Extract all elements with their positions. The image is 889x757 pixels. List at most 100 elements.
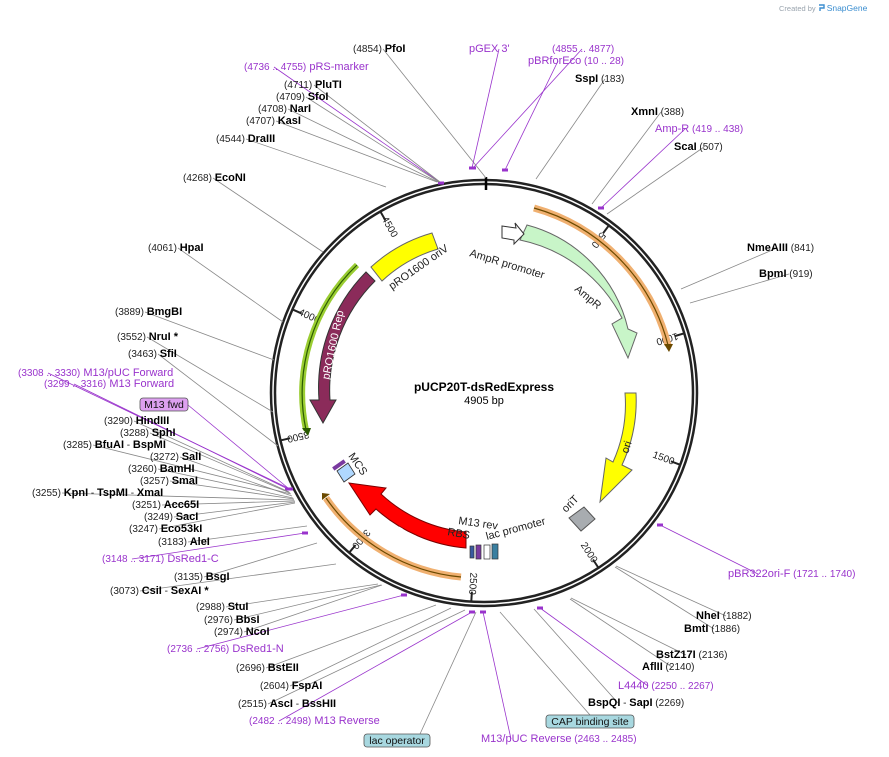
label-part: (2515) [238,699,270,710]
feature-ori-arrow[interactable] [599,392,637,504]
site-label-csii-sexai[interactable]: (3073) CsiI - SexAI * [110,585,209,597]
site-label-pluti[interactable]: (4711) PluTI [284,79,342,91]
site-label-fspai[interactable]: (2604) FspAI [260,680,322,692]
site-label-bamhi[interactable]: (3260) BamHI [128,463,195,475]
site-label-m13-puc-forward[interactable]: (3308 .. 3330) M13/pUC Forward [18,367,173,379]
site-label-scai[interactable]: ScaI (507) [674,141,723,153]
site-label-bpmi[interactable]: BpmI (919) [759,268,813,280]
label-part: DraIII [248,133,276,145]
label-part: (1886) [708,624,740,635]
box-label-m13-fwd: M13 fwd [144,399,184,411]
feature-orit-box[interactable] [568,506,596,532]
label-part: (3257) [140,476,172,487]
feature-pro1600-oriv-box[interactable] [370,232,439,282]
site-label-bsteii[interactable]: (2696) BstEII [236,662,299,674]
site-label-aflii[interactable]: AflII (2140) [642,661,694,673]
site-label-xmni[interactable]: XmnI (388) [631,106,684,118]
site-label-bbsi[interactable]: (2976) BbsI [204,614,260,626]
label-part: (4855 .. 4877) [552,44,614,55]
site-label-draiii[interactable]: (4544) DraIII [216,133,275,145]
site-label-nhei[interactable]: NheI (1882) [696,610,752,622]
site-label-econi[interactable]: (4268) EcoNI [183,172,246,184]
label-part: (3073) [110,586,142,597]
site-label-kpni-tspmi-xmai[interactable]: (3255) KpnI - TspMI - XmaI [32,487,163,499]
site-label-sspi[interactable]: SspI (183) [575,73,624,85]
site-label-bspqi-sapi[interactable]: BspQI - SapI (2269) [588,697,684,709]
site-label-m13-forward[interactable]: (3299 .. 3316) M13 Forward [44,378,174,390]
feature-ampr-promoter-arrow[interactable] [501,222,525,246]
feature-mcs-box[interactable] [336,462,356,483]
site-label-pbrforeco[interactable]: pBRforEco (10 .. 28) [528,55,624,67]
site-label-smai[interactable]: (3257) SmaI [140,475,198,487]
label-part: BmtI [684,623,708,635]
label-part: DsRed1-N [229,643,283,655]
site-label-pbr322ori-f[interactable]: pBR322ori-F (1721 .. 1740) [728,568,855,580]
feature-pro1600-rep-arrow[interactable] [309,271,376,425]
site-label-prs-marker[interactable]: (4736 .. 4755) pRS-marker [244,61,369,73]
tick-mark [674,332,685,338]
site-label-bstz17i[interactable]: BstZ17I (2136) [656,649,727,661]
site-label-ncoi[interactable]: (2974) NcoI [214,626,270,638]
site-label-l4440[interactable]: L4440 (2250 .. 2267) [618,680,714,692]
site-label-sali[interactable]: (3272) SalI [150,451,201,463]
site-label-m13-puc-reverse[interactable]: M13/pUC Reverse (2463 .. 2485) [481,733,637,745]
label-part: ScaI [674,141,697,153]
label-part: HindIII [136,415,170,427]
label-part: TspMI [97,487,128,499]
label-part: BamHI [160,463,195,475]
site-label-bmgbi[interactable]: (3889) BmgBI [115,306,182,318]
backbone-inner-ring [273,182,695,604]
label-part: - [293,699,302,710]
site-label-nari[interactable]: (4708) NarI [258,103,311,115]
site-label-sfii[interactable]: (3463) SfiI [128,348,177,360]
site-label-[interactable]: (4855 .. 4877) [552,44,614,55]
label-part: BstZ17I [656,649,696,661]
leader-line-hindiii [133,420,290,493]
site-label-stui[interactable]: (2988) StuI [196,601,248,613]
feature-m13-rev-box[interactable] [483,544,491,560]
site-label-pgex-3[interactable]: pGEX 3' [469,43,510,55]
label-part: L4440 [618,680,649,692]
site-label-hpai[interactable]: (4061) HpaI [148,242,204,254]
site-label-acc65i[interactable]: (3251) Acc65I [132,499,199,511]
leader-line-m13-puc-reverse [482,611,512,740]
box-m13-fwd[interactable] [139,397,189,412]
site-label-asci-bsshii[interactable]: (2515) AscI - BssHII [238,698,336,710]
tick-mark [592,558,600,569]
label-part: Eco53kI [161,523,203,535]
box-cap-binding-site[interactable] [545,714,635,729]
site-label-m13-reverse[interactable]: (2482 .. 2498) M13 Reverse [249,715,380,727]
site-label-nmeaiii[interactable]: NmeAIII (841) [747,242,814,254]
site-label-amp-r[interactable]: Amp-R (419 .. 438) [655,123,743,135]
label-part: BssHII [302,698,336,710]
site-label-alei[interactable]: (3183) AleI [158,536,210,548]
leader-line-prs-marker [273,66,442,184]
site-label-bfuai-bspmi[interactable]: (3285) BfuAI - BspMI [63,439,166,451]
label-part: BfuAI [95,439,124,451]
site-label-sfoi[interactable]: (4709) SfoI [276,91,328,103]
feature-ampr-arrow[interactable] [519,224,638,360]
site-label-bsgi[interactable]: (3135) BsgI [174,571,230,583]
site-label-saci[interactable]: (3249) SacI [144,511,198,523]
primer-mark-pbrforeco [502,168,508,172]
leader-line-pgex-3 [471,48,500,169]
dsred2-band-head-icon [322,493,330,500]
leader-line-ncoi [243,584,383,633]
label-part: (919) [787,269,813,280]
site-label-sphi[interactable]: (3288) SphI [120,427,176,439]
box-lac-operator[interactable] [363,733,431,748]
site-label-eco53ki[interactable]: (3247) Eco53kI [129,523,202,535]
feature-lac-promoter-box[interactable] [491,543,499,560]
feature-dsred2-arrow[interactable] [347,482,467,549]
leader-line-bsgi [203,542,318,578]
site-label-nrui[interactable]: (3552) NruI * [117,331,179,343]
site-label-dsred1-n[interactable]: (2736 .. 2756) DsRed1-N [167,643,284,655]
site-label-bmti[interactable]: BmtI (1886) [684,623,740,635]
site-label-dsred1-c[interactable]: (3148 .. 3171) DsRed1-C [102,553,219,565]
site-label-pfoi[interactable]: (4854) PfoI [353,43,405,55]
site-label-kasi[interactable]: (4707) KasI [246,115,301,127]
site-label-hindiii[interactable]: (3290) HindIII [104,415,169,427]
leader-line-kasi [275,120,438,183]
label-part: (3249) [144,512,176,523]
feature-rbs-box[interactable] [475,544,482,560]
